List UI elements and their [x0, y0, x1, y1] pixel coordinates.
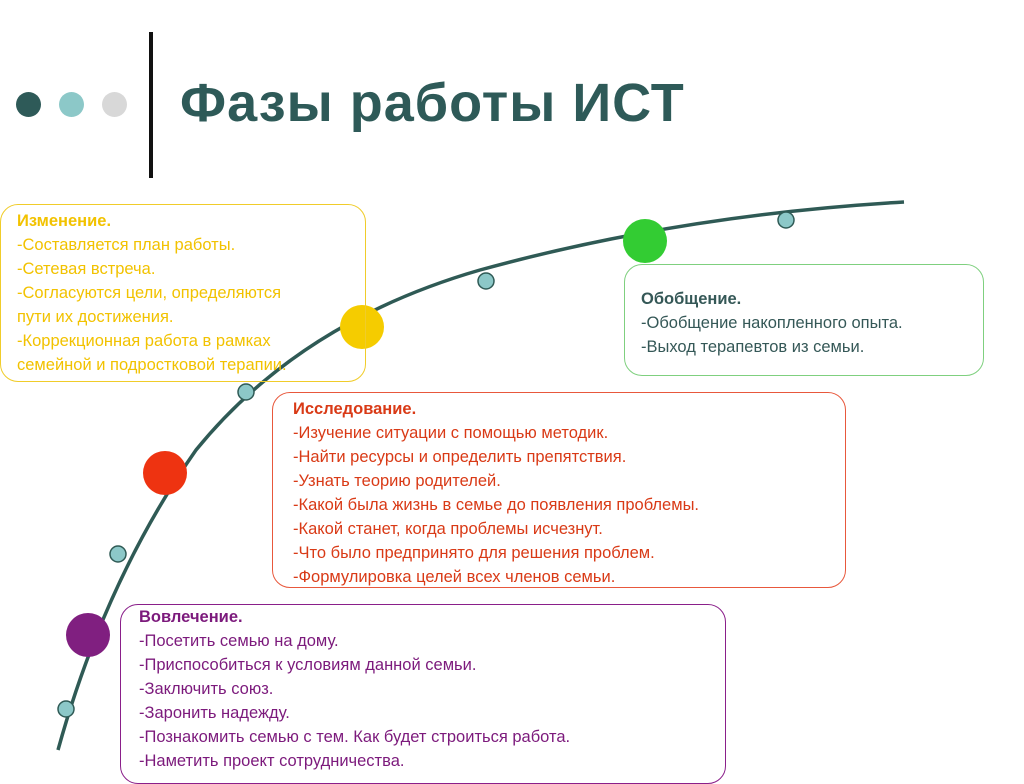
- phase-research-line: -Найти ресурсы и определить препятствия.: [293, 448, 627, 466]
- title-divider: [149, 32, 153, 178]
- timeline-curve: [56, 200, 905, 751]
- phase-research-line: -Формулировка целей всех членов семьи.: [293, 568, 616, 586]
- phase-general-box: Обобщение. -Обобщение накопленного опыта…: [624, 264, 984, 376]
- small-node: [477, 272, 495, 290]
- phase-change-line: -Составляется план работы.: [17, 236, 236, 254]
- change-node: [340, 305, 384, 349]
- dot-dark: [16, 92, 41, 117]
- phase-engage-line: -Посетить семью на дому.: [139, 632, 339, 650]
- phase-engage-line: -Наметить проект сотрудничества.: [139, 752, 405, 770]
- phase-general-heading: Обобщение.: [641, 290, 742, 308]
- phase-research-line: -Какой станет, когда проблемы исчезнут.: [293, 520, 603, 538]
- phase-engage-box: Вовлечение. -Посетить семью на дому. -Пр…: [120, 604, 726, 784]
- phase-engage-heading: Вовлечение.: [139, 608, 243, 626]
- small-node: [777, 211, 795, 229]
- dot-teal: [59, 92, 84, 117]
- general-node: [623, 219, 667, 263]
- engage-node: [66, 613, 110, 657]
- small-node: [109, 545, 127, 563]
- phase-research-heading: Исследование.: [293, 400, 417, 418]
- phase-research-box: Исследование. -Изучение ситуации с помощ…: [272, 392, 846, 588]
- phase-general-line: -Обобщение накопленного опыта.: [641, 314, 903, 332]
- phase-research-line: -Какой была жизнь в семье до появления п…: [293, 496, 700, 514]
- phase-engage-line: -Заронить надежду.: [139, 704, 290, 722]
- page-title: Фазы работы ИСТ: [180, 73, 685, 133]
- phase-engage-line: -Приспособиться к условиям данной семьи.: [139, 656, 477, 674]
- small-node: [237, 383, 255, 401]
- phase-change-heading: Изменение.: [17, 212, 112, 230]
- phase-engage-line: -Заключить союз.: [139, 680, 274, 698]
- phase-change-line: семейной и подростковой терапии.: [17, 356, 287, 374]
- phase-change-line: пути их достижения.: [17, 308, 174, 326]
- dot-gray: [102, 92, 127, 117]
- phase-change-box: Изменение. -Составляется план работы. -С…: [0, 204, 366, 382]
- phase-change-line: -Согласуются цели, определяются: [17, 284, 282, 302]
- phase-research-line: -Что было предпринято для решения пробле…: [293, 544, 655, 562]
- phase-research-line: -Изучение ситуации с помощью методик.: [293, 424, 609, 442]
- phase-general-line: -Выход терапевтов из семьи.: [641, 338, 865, 356]
- phase-engage-line: -Познакомить семью с тем. Как будет стро…: [139, 728, 571, 746]
- phase-change-line: -Коррекционная работа в рамках: [17, 332, 271, 350]
- phase-research-line: -Узнать теорию родителей.: [293, 472, 501, 490]
- timeline-path: [56, 200, 905, 751]
- small-node: [57, 700, 75, 718]
- research-node: [143, 451, 187, 495]
- phase-change-line: -Сетевая встреча.: [17, 260, 156, 278]
